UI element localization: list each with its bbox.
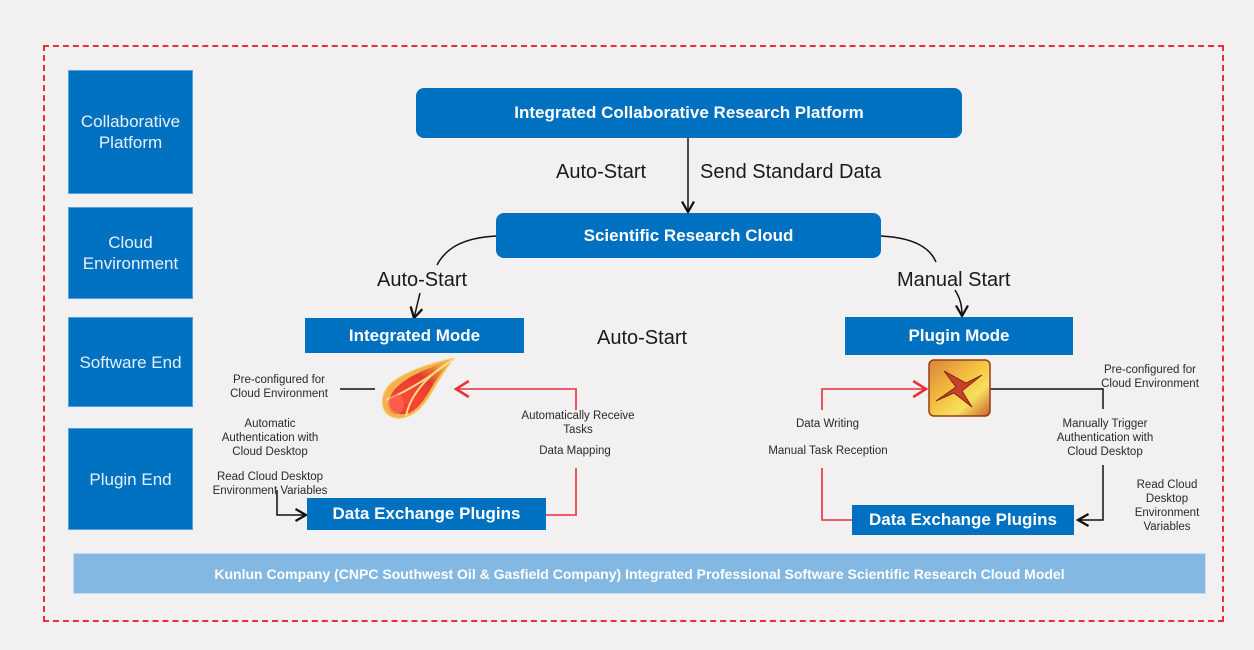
line-right-preconfigured — [990, 388, 1104, 409]
annot-right-read-vars: Read Cloud Desktop Environment Variables — [1134, 479, 1200, 533]
diagram-frame — [43, 45, 1224, 622]
node-collaborative-research-platform: Integrated Collaborative Research Platfo… — [416, 88, 962, 138]
arrow-to-integrated-mode — [409, 292, 424, 321]
annot-left-preconfigured: Pre-configured for Cloud Environment — [230, 374, 328, 400]
layer-collaborative-platform: Collaborative Platform — [68, 70, 193, 194]
node-integrated-mode: Integrated Mode — [305, 318, 524, 353]
curve-cloud-to-plugin — [880, 235, 937, 263]
annot-right-preconfigured: Pre-configured for Cloud Environment — [1101, 364, 1199, 390]
annot-left-auto-auth: Automatic Authentication with Cloud Desk… — [221, 418, 319, 458]
red-flow-left-up — [546, 468, 577, 516]
label-manual-start: Manual Start — [897, 269, 1011, 291]
layer-cloud-environment: Cloud Environment — [68, 207, 193, 299]
label-send-standard-data: Send Standard Data — [700, 161, 882, 183]
layer-software-end: Software End — [68, 317, 193, 407]
annot-left-data-mapping: Data Mapping — [539, 445, 611, 457]
annot-left-read-vars: Read Cloud Desktop Environment Variables — [212, 471, 328, 497]
label-auto-start-top: Auto-Start — [556, 161, 647, 183]
arrow-to-plugin-mode — [954, 289, 969, 319]
label-auto-start-center: Auto-Start — [597, 327, 688, 349]
node-left-data-exchange-plugins: Data Exchange Plugins — [307, 498, 546, 530]
arrow-read-vars-left — [276, 490, 309, 522]
node-right-data-exchange-plugins: Data Exchange Plugins — [852, 505, 1074, 535]
annot-right-data-writing: Data Writing — [795, 418, 860, 430]
bowtie-arrow-app-icon — [928, 359, 991, 417]
node-plugin-mode: Plugin Mode — [845, 317, 1073, 355]
footer-model-title: Kunlun Company (CNPC Southwest Oil & Gas… — [73, 553, 1206, 594]
curve-cloud-to-integrated — [436, 235, 497, 266]
red-flow-right-bottom — [821, 468, 852, 521]
annot-left-receive-tasks: Automatically Receive Tasks — [521, 410, 635, 436]
layer-plugin-end: Plugin End — [68, 428, 193, 530]
arrow-read-vars-right — [1075, 465, 1104, 527]
annot-right-manual-auth: Manually Trigger Authentication with Clo… — [1056, 418, 1154, 458]
label-auto-start-left: Auto-Start — [377, 269, 468, 291]
red-flow-right-top — [821, 379, 929, 410]
red-flow-left-top — [453, 379, 577, 410]
node-scientific-research-cloud: Scientific Research Cloud — [496, 213, 881, 258]
flame-drop-app-icon — [381, 357, 456, 419]
annot-right-manual-task: Manual Task Reception — [768, 445, 888, 457]
